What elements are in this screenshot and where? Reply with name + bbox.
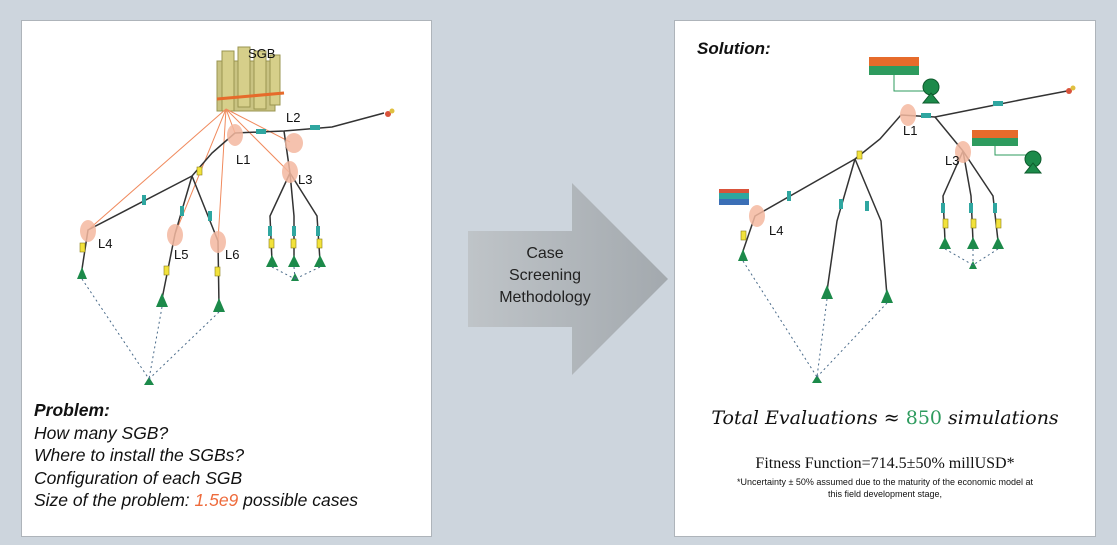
solution-title: Solution: xyxy=(697,39,771,58)
evals-number: 850 xyxy=(905,407,943,429)
node-label-l3: L3 xyxy=(945,153,959,168)
valve-markers xyxy=(740,150,1002,241)
size-prefix: Size of the problem: xyxy=(34,490,195,510)
arrow-line-3: Methodology xyxy=(499,289,591,306)
valve-markers xyxy=(79,166,323,277)
well-symbols xyxy=(77,108,395,385)
evals-prefix: Total Evaluations ≈ xyxy=(711,407,906,429)
node-label-l6: L6 xyxy=(225,247,239,262)
size-suffix: possible cases xyxy=(238,490,358,510)
well-symbols xyxy=(738,85,1076,383)
problem-size-line: Size of the problem: 1.5e9 possible case… xyxy=(34,489,358,512)
sgb-box-l4 xyxy=(719,189,749,205)
solution-panel: Solution: xyxy=(674,20,1096,537)
node-label-l5: L5 xyxy=(174,247,188,262)
note-line-2: this field development stage, xyxy=(827,489,943,499)
dotted-links xyxy=(742,248,999,378)
node-label-l4: L4 xyxy=(98,236,112,251)
arrow-line-2: Screening xyxy=(508,267,582,284)
sgb-box-l1 xyxy=(869,57,941,104)
node-label-l3: L3 xyxy=(298,172,312,187)
problem-line-2: Where to install the SGBs? xyxy=(34,445,245,465)
problem-title: Problem: xyxy=(34,400,110,420)
sgb-box-l3 xyxy=(972,130,1043,174)
methodology-label: Case Screening Methodology xyxy=(474,243,616,309)
node-highlights xyxy=(80,124,303,253)
fitness-function: Fitness Function=714.5±50% millUSD* xyxy=(755,455,1015,472)
node-label-l4: L4 xyxy=(769,223,783,238)
methodology-arrow xyxy=(468,183,668,375)
problem-line-1: How many SGB? xyxy=(34,422,169,443)
total-evaluations: Total Evaluations ≈ 850 simulations xyxy=(675,407,1095,429)
sgb-label: SGB xyxy=(248,46,275,61)
evals-suffix: simulations xyxy=(942,407,1059,429)
sgb-connection-lines xyxy=(87,108,291,242)
size-value: 1.5e9 xyxy=(194,490,239,510)
equipment-markers xyxy=(142,125,320,236)
uncertainty-note: *Uncertainty ± 50% assumed due to the ma… xyxy=(675,476,1095,500)
equipment-markers xyxy=(787,101,1003,213)
problem-line-3: Configuration of each SGB xyxy=(34,467,243,488)
node-label-l2: L2 xyxy=(286,110,300,125)
node-highlights xyxy=(749,104,971,227)
solution-network-diagram: L1 L3 L4 xyxy=(719,57,1076,383)
dotted-links xyxy=(81,266,321,380)
note-line-1: *Uncertainty ± 50% assumed due to the ma… xyxy=(736,477,1034,487)
arrow-line-1: Case xyxy=(526,245,564,262)
problem-text: Problem: How many SGB? Where to install … xyxy=(34,399,358,512)
node-label-l1: L1 xyxy=(236,152,250,167)
problem-network-diagram: SGB xyxy=(77,46,395,385)
sgb-module xyxy=(216,46,285,112)
problem-panel: SGB xyxy=(21,20,432,537)
node-label-l1: L1 xyxy=(903,123,917,138)
